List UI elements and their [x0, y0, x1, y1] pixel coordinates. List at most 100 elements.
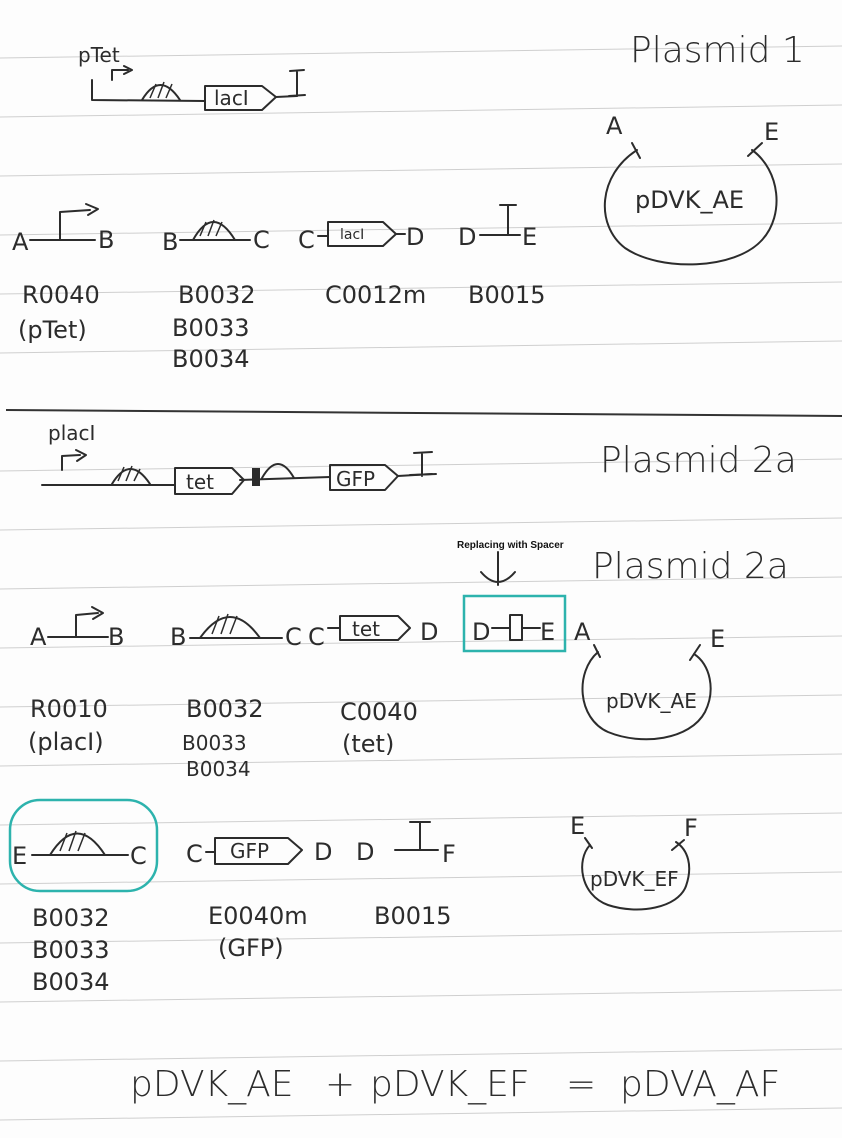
end-label: B [170, 623, 186, 651]
part-id: (GFP) [218, 934, 284, 962]
backbone-name: pDVK_AE [606, 689, 697, 713]
ruled-lines [0, 45, 842, 1121]
backbone-name: pDVK_EF [590, 867, 679, 891]
equation-result: pDVA_AF [620, 1064, 780, 1105]
plasmid1-backbone-diagram: A E pDVK_AE [603, 112, 779, 266]
end-label: E [540, 618, 555, 646]
end-label: D [472, 618, 490, 646]
replacing-annotation: Replacing with Spacer [457, 540, 564, 551]
end-label: D [356, 838, 374, 866]
terminator-icon [288, 69, 306, 97]
end-label: C [298, 226, 315, 254]
spacer-block [252, 468, 260, 486]
end-label: B [98, 226, 114, 254]
end-label: D [406, 223, 424, 251]
end-label: C [186, 840, 203, 868]
end-label: D [314, 838, 332, 866]
terminator-icon [479, 204, 521, 236]
rbs-highlight-box [8, 798, 159, 893]
end-label: F [442, 840, 456, 868]
part-id: R0010 [30, 695, 108, 723]
end-label: A [12, 228, 29, 256]
equation-plus: + [325, 1064, 355, 1105]
lacI-cds-box [327, 221, 397, 247]
backbone-end-label: E [710, 625, 725, 653]
end-label: A [30, 623, 47, 651]
end-label: D [420, 618, 438, 646]
gfp-box [329, 464, 399, 491]
backbone-end-label: E [764, 118, 779, 146]
plasmid2a-part-row: A B B C C tet D D E [30, 594, 567, 653]
plasmid1-part-row: A B B C C lacI D D E [12, 203, 537, 256]
promoter-arrow-icon [85, 203, 99, 216]
assembly-equation: pDVK_AE + pDVK_EF = pDVA_AF [130, 1064, 780, 1105]
part-id: B0033 [172, 314, 250, 342]
row3-part-row: E C C GFP D D F [8, 798, 456, 893]
cds-label: GFP [230, 839, 269, 863]
backbone-end-label: E [570, 812, 585, 840]
part-id: (pTet) [18, 316, 87, 344]
part-id: B0033 [32, 936, 110, 964]
plasmid2a-title: Plasmid 2a [592, 546, 789, 587]
plasmid1-part-ids: R0040 (pTet) B0032 B0033 B0034 C0012m B0… [18, 281, 546, 373]
part-id: B0032 [186, 695, 264, 723]
rbs-icon [261, 463, 295, 479]
ptet-label: pTet [78, 43, 120, 67]
end-label: B [162, 228, 178, 256]
part-id: (placI) [28, 728, 104, 756]
equation-term1: pDVK_AE [130, 1064, 294, 1105]
rbs-icon [49, 832, 106, 856]
part-id: E0040m [208, 902, 308, 930]
part-id: B0015 [374, 902, 452, 930]
part-id: B0034 [186, 757, 251, 781]
backbone-name: pDVK_AE [635, 186, 744, 214]
cds-label: tet [352, 617, 380, 641]
part-id: B0033 [182, 731, 247, 755]
row3-backbone-diagram: E F pDVK_EF [570, 812, 698, 911]
promoter-arrow-icon [61, 454, 81, 471]
tet-cds-box [339, 615, 411, 641]
rbs-icon [141, 84, 181, 101]
part-id: C0012m [325, 281, 426, 309]
section-divider [5, 409, 842, 417]
terminator-icon [409, 451, 437, 477]
end-label: C [130, 842, 147, 870]
part-id: (tet) [342, 730, 394, 758]
part-id: B0015 [468, 281, 546, 309]
tet-box [174, 467, 245, 495]
backbone-end-label: A [574, 618, 591, 646]
lacI-box [204, 85, 277, 111]
lacI-label: lacI [214, 86, 249, 110]
down-arrow-icon [480, 551, 516, 586]
part-id: B0034 [32, 968, 110, 996]
plasmid2a-overview-title: Plasmid 2a [600, 440, 797, 481]
rbs-icon [192, 221, 236, 241]
end-label: D [458, 223, 476, 251]
placI-label: placI [48, 421, 95, 445]
rbs-icon [111, 468, 151, 485]
plasmid1-title: Plasmid 1 [630, 30, 805, 71]
end-label: C [308, 623, 325, 651]
end-label: E [522, 223, 537, 251]
equation-equals: = [566, 1064, 596, 1105]
promoter-arrow-icon [111, 69, 129, 81]
end-label: E [12, 842, 27, 870]
spacer-highlight-box [462, 594, 567, 653]
end-label: C [285, 623, 302, 651]
plasmid2a-overview-construct: placI tet GFP [41, 421, 437, 495]
tet-label: tet [186, 470, 214, 494]
terminator-icon [394, 821, 439, 851]
part-id: B0034 [172, 345, 250, 373]
part-id: C0040 [340, 698, 418, 726]
end-label: C [253, 226, 270, 254]
equation-term2: pDVK_EF [370, 1064, 530, 1105]
gfp-cds-box [214, 837, 303, 865]
rbs-icon [199, 616, 261, 639]
row3-part-ids: B0032 B0033 B0034 E0040m (GFP) B0015 [32, 902, 452, 996]
promoter-arrow-icon [91, 606, 104, 620]
backbone-end-label: A [606, 112, 623, 140]
cds-label: lacI [340, 227, 364, 243]
part-id: B0032 [32, 904, 110, 932]
gfp-label: GFP [336, 467, 375, 491]
